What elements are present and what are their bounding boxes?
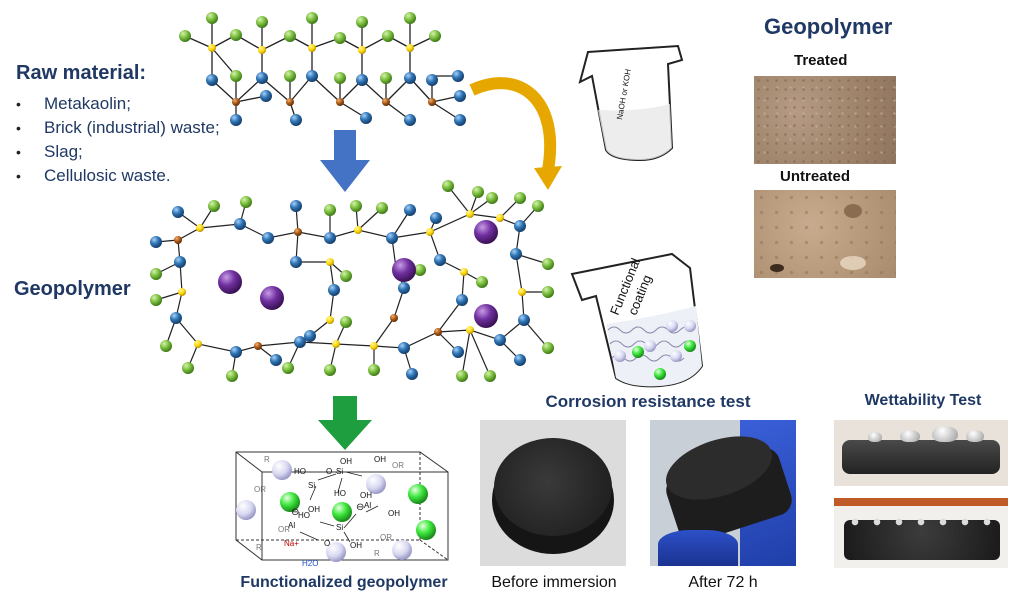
corrosion-title: Corrosion resistance test — [545, 392, 751, 411]
raw-material-list: Metakaolin; Brick (industrial) waste; Sl… — [16, 92, 220, 188]
svg-text:OR: OR — [278, 525, 290, 534]
right-panel-title: Geopolymer — [764, 14, 893, 39]
treatment-arrow-gold — [469, 77, 557, 172]
corrosion-after-caption: After 72 h — [688, 574, 758, 591]
svg-text:Si: Si — [308, 481, 315, 490]
svg-text:OH: OH — [374, 455, 386, 464]
svg-text:OR: OR — [392, 461, 404, 470]
wettability-title: Wettability Test — [864, 392, 982, 409]
process-arrow-green — [318, 396, 372, 450]
svg-text:HO: HO — [294, 467, 306, 476]
svg-text:Al: Al — [288, 521, 295, 530]
beaker-naoh: NaOH or KOH — [578, 44, 684, 162]
svg-text:Na+: Na+ — [284, 539, 299, 548]
svg-text:⊖: ⊖ — [356, 502, 364, 513]
svg-text:R: R — [374, 549, 380, 558]
svg-text:⊖: ⊖ — [291, 507, 299, 518]
svg-text:OH: OH — [360, 491, 372, 500]
corrosion-after-photo — [650, 420, 796, 566]
raw-material-item: Slag; — [16, 140, 220, 164]
process-arrow-blue — [320, 130, 370, 192]
geopolymer-label: Geopolymer — [14, 278, 131, 300]
functionalized-geopolymer-caption: Functionalized geopolymer — [240, 574, 448, 591]
svg-text:OR: OR — [380, 533, 392, 542]
corrosion-before-photo — [480, 420, 626, 566]
beaker-functional-coating: Functional coating — [570, 252, 704, 388]
svg-text:OH: OH — [340, 457, 352, 466]
svg-text:HO: HO — [334, 489, 346, 498]
svg-text:OH: OH — [388, 509, 400, 518]
svg-text:OH: OH — [350, 541, 362, 550]
raw-material-item: Brick (industrial) waste; — [16, 116, 220, 140]
geopolymer-network-bonds — [155, 185, 549, 377]
wettability-photo-2 — [834, 498, 1008, 568]
treated-label: Treated — [794, 52, 848, 69]
raw-material-item: Metakaolin; — [16, 92, 220, 116]
svg-text:H2O: H2O — [302, 559, 318, 568]
svg-text:O: O — [326, 467, 332, 476]
wettability-photo-1 — [834, 420, 1008, 486]
geopolymer-network-atoms — [150, 180, 554, 382]
treated-photo — [754, 76, 896, 164]
svg-text:HO: HO — [298, 511, 310, 520]
functionalized-geopolymer-box — [235, 451, 449, 561]
raw-material-heading: Raw material: — [16, 62, 147, 84]
raw-material-atoms — [179, 12, 466, 126]
untreated-label: Untreated — [780, 168, 851, 185]
svg-text:O: O — [324, 539, 330, 548]
functionalized-geopolymer-spheres — [236, 460, 436, 562]
svg-text:R: R — [256, 543, 262, 552]
functionalized-geopolymer-structure — [299, 471, 379, 543]
untreated-photo — [754, 190, 896, 278]
svg-text:Si: Si — [336, 467, 343, 476]
raw-material-item: Cellulosic waste. — [16, 164, 220, 188]
functionalized-geopolymer-labels: HO Si OH O Si OH OH HO OH HO Al OH Al O … — [254, 455, 404, 568]
svg-text:R: R — [264, 455, 270, 464]
svg-text:OR: OR — [254, 485, 266, 494]
beaker-label: NaOH or KOH — [615, 68, 633, 120]
svg-text:OH: OH — [308, 505, 320, 514]
raw-material-structure — [184, 18, 461, 121]
svg-text:Al: Al — [364, 501, 371, 510]
svg-text:Si: Si — [336, 523, 343, 532]
corrosion-before-caption: Before immersion — [491, 574, 617, 591]
